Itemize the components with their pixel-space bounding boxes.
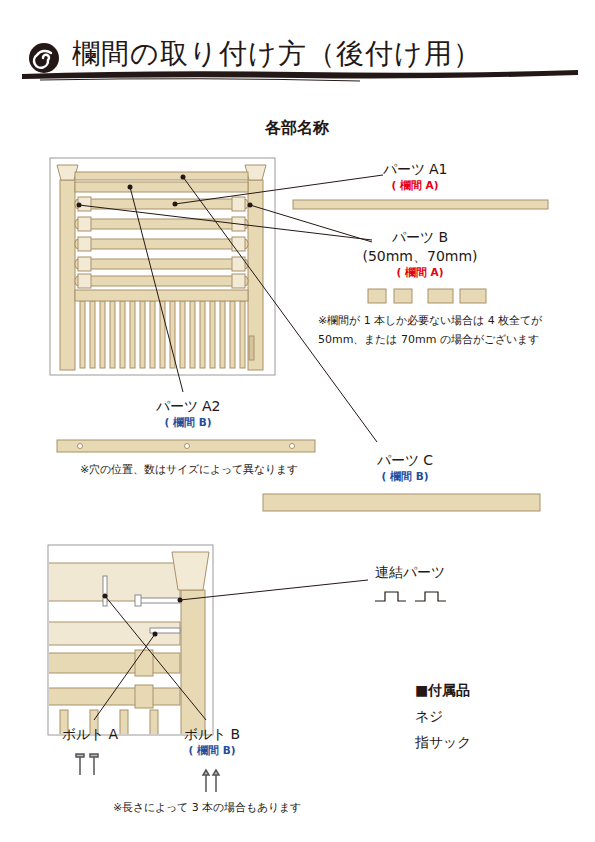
- accessory-item: ネジ: [415, 707, 443, 725]
- part-name: 連結パーツ: [375, 563, 445, 581]
- note: ※長さによって 3 本の場合もあります: [113, 798, 301, 817]
- leader-lines: [79, 175, 383, 442]
- page-title: 欄間の取り付け方（後付け用）: [72, 36, 482, 72]
- part-name: パーツ C: [377, 451, 433, 469]
- section-heading: 各部名称: [265, 118, 329, 139]
- part-name: ボルト B: [184, 725, 240, 743]
- connector-parts: [375, 592, 446, 601]
- ranma-illustration: [50, 158, 275, 375]
- bolt-icons: [76, 754, 219, 792]
- part-tag: ( 欄間 B): [189, 744, 236, 758]
- note: ※欄間が 1 本しか必要ない場合は 4 枚全てが 50mm、または 70mm の…: [318, 311, 580, 350]
- parts: [57, 200, 548, 511]
- accessory-heading: ■付属品: [415, 681, 470, 699]
- part-name: パーツ A1: [383, 160, 448, 178]
- part-tag: ( 欄間 A): [396, 266, 443, 280]
- closeup-illustration: [40, 545, 213, 740]
- note: ※穴の位置、数はサイズによって異なります: [80, 460, 298, 479]
- part-tag: ( 欄間 B): [165, 416, 212, 430]
- accessory-item: 指サック: [415, 733, 471, 751]
- part-tag: ( 欄間 B): [382, 470, 429, 484]
- part-size: (50mm、70mm): [362, 247, 477, 265]
- part-tag: ( 欄間 A): [391, 179, 438, 193]
- leader-lines: [94, 580, 368, 720]
- part-name: パーツ B: [392, 228, 448, 246]
- part-name: パーツ A2: [156, 397, 221, 415]
- part-name: ボルト A: [62, 725, 118, 743]
